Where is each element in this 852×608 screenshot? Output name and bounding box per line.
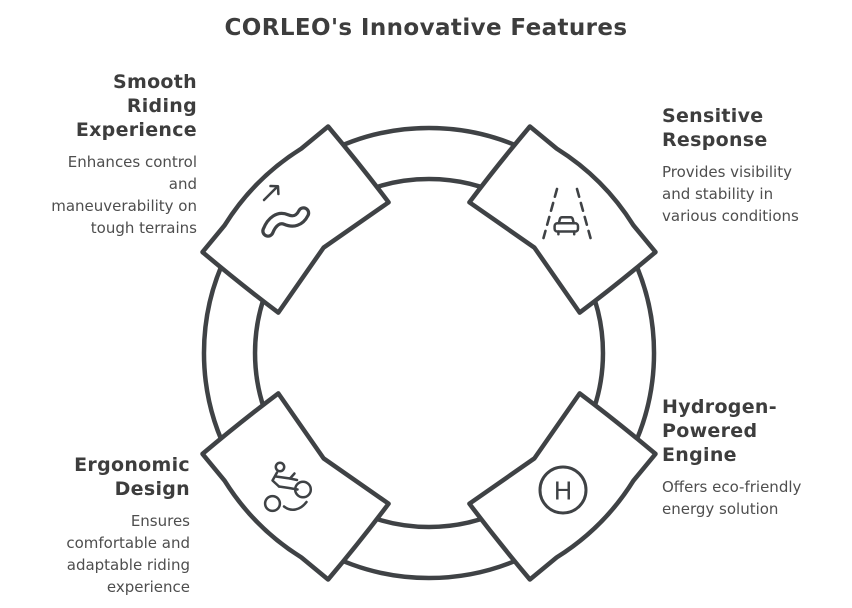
feature-heading: Ergonomic Design bbox=[5, 453, 190, 501]
heading-line: Riding bbox=[126, 95, 197, 117]
motorcycle-rider-icon bbox=[263, 461, 313, 513]
feature-heading: Hydrogen- Powered Engine bbox=[662, 395, 848, 467]
arrow-head bbox=[269, 184, 280, 196]
lane-assist-car-icon bbox=[542, 187, 592, 240]
heading-line: Response bbox=[662, 129, 768, 151]
desc-line: experience bbox=[106, 578, 190, 596]
heading-line: Sensitive bbox=[662, 105, 764, 127]
feature-sensitive-response: Sensitive Response Provides visibility a… bbox=[662, 104, 848, 227]
feature-heading: Sensitive Response bbox=[662, 104, 848, 152]
desc-line: adaptable riding bbox=[66, 556, 190, 574]
rider-head bbox=[274, 461, 286, 473]
rider-torso bbox=[271, 471, 281, 488]
desc-line: maneuverability on bbox=[51, 197, 197, 215]
heading-line: Smooth bbox=[113, 71, 197, 93]
desc-line: Provides visibility bbox=[662, 163, 792, 181]
feature-ergonomic-design: Ergonomic Design Ensures comfortable and… bbox=[5, 453, 190, 598]
arrow-shaft bbox=[262, 186, 278, 202]
page-title: CORLEO's Innovative Features bbox=[224, 15, 628, 41]
badge-top-right bbox=[467, 124, 658, 315]
feature-description: Offers eco-friendly energy solution bbox=[662, 476, 848, 520]
hydrogen-circle bbox=[538, 465, 588, 515]
heading-line: Powered bbox=[662, 420, 758, 442]
desc-line: and bbox=[168, 175, 197, 193]
feature-hydrogen-powered-engine: Hydrogen- Powered Engine Offers eco-frie… bbox=[662, 395, 848, 520]
lane-line-left bbox=[542, 187, 559, 240]
feature-description: Enhances control and maneuverability on … bbox=[10, 151, 197, 239]
handlebar bbox=[288, 472, 299, 482]
feature-description: Ensures comfortable and adaptable riding… bbox=[5, 510, 190, 598]
rear-wheel bbox=[263, 494, 282, 513]
heading-line: Experience bbox=[75, 119, 197, 141]
feature-description: Provides visibility and stability in var… bbox=[662, 161, 848, 227]
heading-line: Hydrogen- bbox=[662, 396, 777, 418]
desc-line: Offers eco-friendly bbox=[662, 478, 802, 496]
desc-line: Ensures bbox=[130, 512, 190, 530]
hydrogen-h-circle-icon: H bbox=[538, 465, 588, 515]
winding-path-arrow-icon bbox=[261, 184, 311, 238]
desc-line: energy solution bbox=[662, 500, 779, 518]
feature-heading: Smooth Riding Experience bbox=[10, 70, 197, 142]
motion-swoosh bbox=[282, 500, 308, 511]
heading-line: Design bbox=[114, 478, 190, 500]
hydrogen-letter: H bbox=[554, 477, 573, 506]
desc-line: comfortable and bbox=[66, 534, 190, 552]
car-roof bbox=[557, 215, 576, 225]
desc-line: Enhances control bbox=[67, 153, 197, 171]
car-wheels bbox=[557, 230, 576, 236]
winding-path-core bbox=[264, 209, 307, 235]
desc-line: and stability in bbox=[662, 185, 774, 203]
car-body bbox=[553, 222, 580, 233]
front-wheel bbox=[293, 480, 313, 499]
desc-line: tough terrains bbox=[90, 219, 197, 237]
lane-line-right bbox=[575, 187, 592, 240]
heading-line: Ergonomic bbox=[74, 454, 190, 476]
feature-smooth-riding-experience: Smooth Riding Experience Enhances contro… bbox=[10, 70, 197, 239]
rider-arm bbox=[274, 475, 292, 480]
heading-line: Engine bbox=[662, 444, 737, 466]
desc-line: various conditions bbox=[662, 207, 799, 225]
